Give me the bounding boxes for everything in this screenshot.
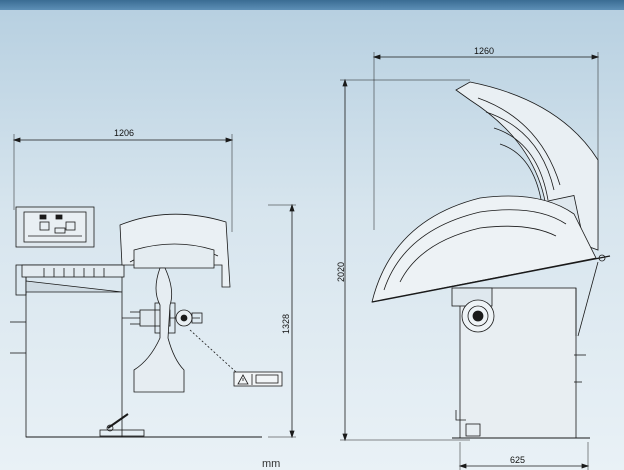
closed-guard [371, 195, 611, 303]
front-width-dimension: 1206 [12, 128, 234, 232]
side-base-label: 625 [510, 455, 525, 465]
cabinet-body [10, 264, 262, 438]
side-height-dimension: 2020 [336, 78, 470, 442]
side-cabinet [451, 261, 599, 439]
wheel-tyre [133, 267, 185, 393]
front-view: 1206 1328 [10, 128, 296, 439]
side-view: 1260 2020 625 [336, 46, 611, 470]
front-height-dimension: 1328 [268, 203, 296, 439]
side-height-label: 2020 [336, 262, 346, 282]
display-panel [15, 206, 95, 248]
front-height-label: 1328 [281, 314, 291, 334]
top-bar [0, 0, 624, 10]
units-label: mm [262, 458, 281, 470]
side-base-dimension: 625 [458, 442, 590, 470]
warning-triangle-icon [237, 374, 249, 385]
wheel-guard [119, 213, 231, 288]
front-width-label: 1206 [114, 128, 134, 138]
brake-pedal [99, 413, 145, 437]
side-width-label: 1260 [474, 46, 494, 56]
label-leader-line [189, 329, 237, 373]
warning-label [233, 371, 283, 387]
accessory-tray [21, 264, 125, 293]
